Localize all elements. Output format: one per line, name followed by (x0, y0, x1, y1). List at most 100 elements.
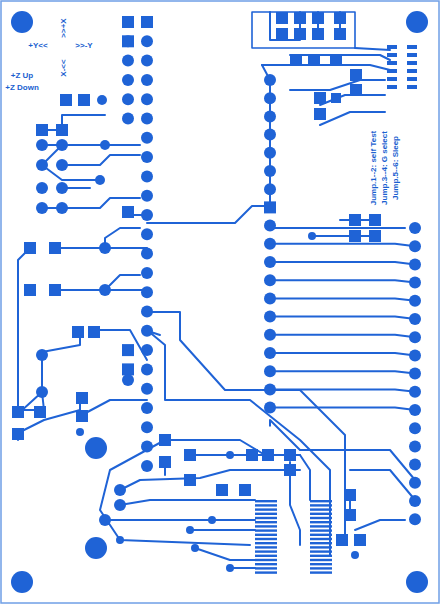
round-pad (141, 93, 153, 105)
square-pad (344, 489, 356, 501)
round-pad (122, 113, 134, 125)
square-pad (314, 108, 326, 120)
round-pad (264, 402, 276, 414)
square-pad (122, 206, 134, 218)
chip-pin (387, 69, 397, 73)
round-pad (409, 495, 421, 507)
round-pad (208, 516, 216, 524)
square-pad (159, 434, 171, 446)
copper-trace (270, 317, 415, 319)
round-pad (141, 170, 153, 182)
round-pad (264, 365, 276, 377)
ic-pin (310, 517, 332, 519)
round-pad (36, 386, 48, 398)
round-pad (409, 386, 421, 398)
ic-pin (310, 563, 332, 565)
chip-pin (387, 61, 397, 65)
square-pad (349, 214, 361, 226)
copper-trace (270, 227, 405, 229)
chip-pin (387, 45, 397, 49)
ic-pin (255, 559, 277, 561)
silkscreen-label: +Z Up (10, 72, 34, 80)
round-pad (409, 513, 421, 525)
round-pad (99, 514, 111, 526)
ic-pin (255, 567, 277, 569)
square-pad (369, 214, 381, 226)
copper-trace (20, 398, 80, 432)
round-pad (264, 274, 276, 286)
square-pad (334, 12, 346, 24)
round-pad (409, 295, 421, 307)
copper-trace (262, 65, 390, 70)
round-pad (406, 571, 428, 593)
round-pad (36, 182, 48, 194)
ic-pin (255, 571, 277, 573)
round-pad (264, 129, 276, 141)
ic-pin (310, 534, 332, 536)
round-pad (56, 139, 68, 151)
round-pad (85, 437, 107, 459)
square-pad (262, 449, 274, 461)
copper-trace (270, 262, 415, 264)
square-pad (344, 509, 356, 521)
round-pad (264, 329, 276, 341)
square-pad (122, 16, 134, 28)
ic-pin (310, 538, 332, 540)
silkscreen-label: +Y<< (27, 42, 48, 50)
ic-pin (255, 513, 277, 515)
ic-pin (310, 555, 332, 557)
square-pad (76, 410, 88, 422)
ic-pin (255, 521, 277, 523)
round-pad (409, 277, 421, 289)
copper-trace (290, 80, 385, 90)
square-pad (34, 406, 46, 418)
round-pad (409, 422, 421, 434)
ic-pin (255, 525, 277, 527)
square-pad (216, 484, 228, 496)
square-pad (56, 124, 68, 136)
square-pad (184, 474, 196, 486)
round-pad (409, 313, 421, 325)
round-pad (122, 74, 134, 86)
copper-trace (190, 529, 255, 531)
square-pad (290, 54, 302, 66)
square-pad (159, 456, 171, 468)
round-pad (36, 139, 48, 151)
square-pad (184, 449, 196, 461)
square-pad (264, 201, 276, 213)
round-pad (122, 93, 134, 105)
round-pad (141, 209, 153, 221)
copper-trace (355, 520, 405, 530)
round-pad (141, 363, 153, 375)
square-pad (294, 28, 306, 40)
square-pad (24, 284, 36, 296)
silkscreen-label: >>-Y (74, 42, 93, 50)
ic-pin (310, 529, 332, 531)
round-pad (226, 451, 234, 459)
chip-pin (407, 61, 417, 65)
square-pad (336, 534, 348, 546)
square-pad (294, 12, 306, 24)
copper-trace (270, 408, 415, 410)
round-pad (36, 202, 48, 214)
square-pad (284, 464, 296, 476)
copper-trace (42, 332, 80, 410)
round-pad (141, 74, 153, 86)
round-pad (85, 537, 107, 559)
round-pad (141, 267, 153, 279)
silkscreen-label: Jump.1--2: self Test (370, 130, 378, 207)
ic-pin (255, 534, 277, 536)
round-pad (141, 421, 153, 433)
round-pad (409, 331, 421, 343)
round-pad (264, 92, 276, 104)
round-pad (141, 344, 153, 356)
round-pad (264, 383, 276, 395)
ic-pin (255, 517, 277, 519)
round-pad (409, 240, 421, 252)
copper-trace (42, 165, 100, 180)
ic-pin (255, 500, 277, 502)
square-pad (312, 12, 324, 24)
chip-pin (387, 77, 397, 81)
ic-pin (255, 504, 277, 506)
